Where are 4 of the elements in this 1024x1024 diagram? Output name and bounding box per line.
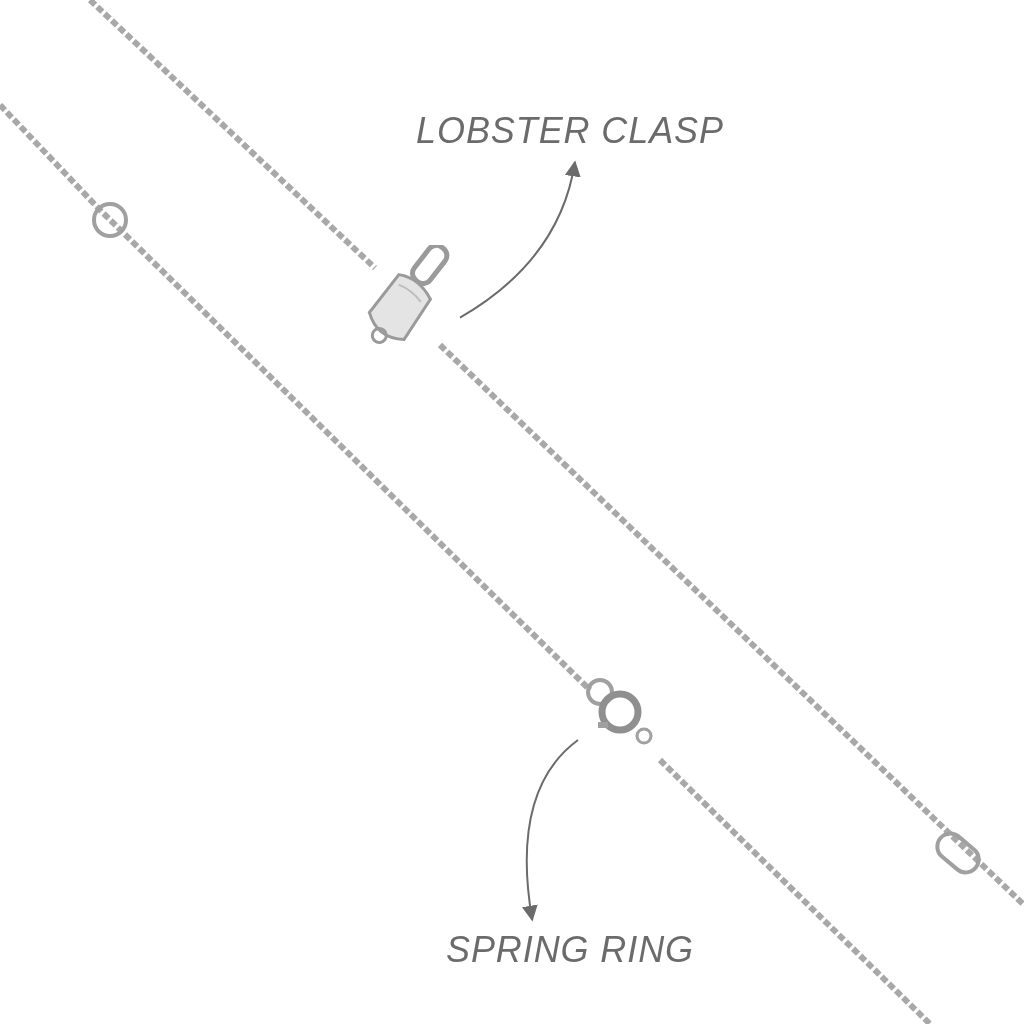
- curved-arrow: [522, 739, 579, 922]
- curved-arrow: [459, 160, 581, 319]
- callout-label: LOBSTER CLASP: [416, 109, 724, 153]
- callout-label: SPRING RING: [446, 928, 694, 972]
